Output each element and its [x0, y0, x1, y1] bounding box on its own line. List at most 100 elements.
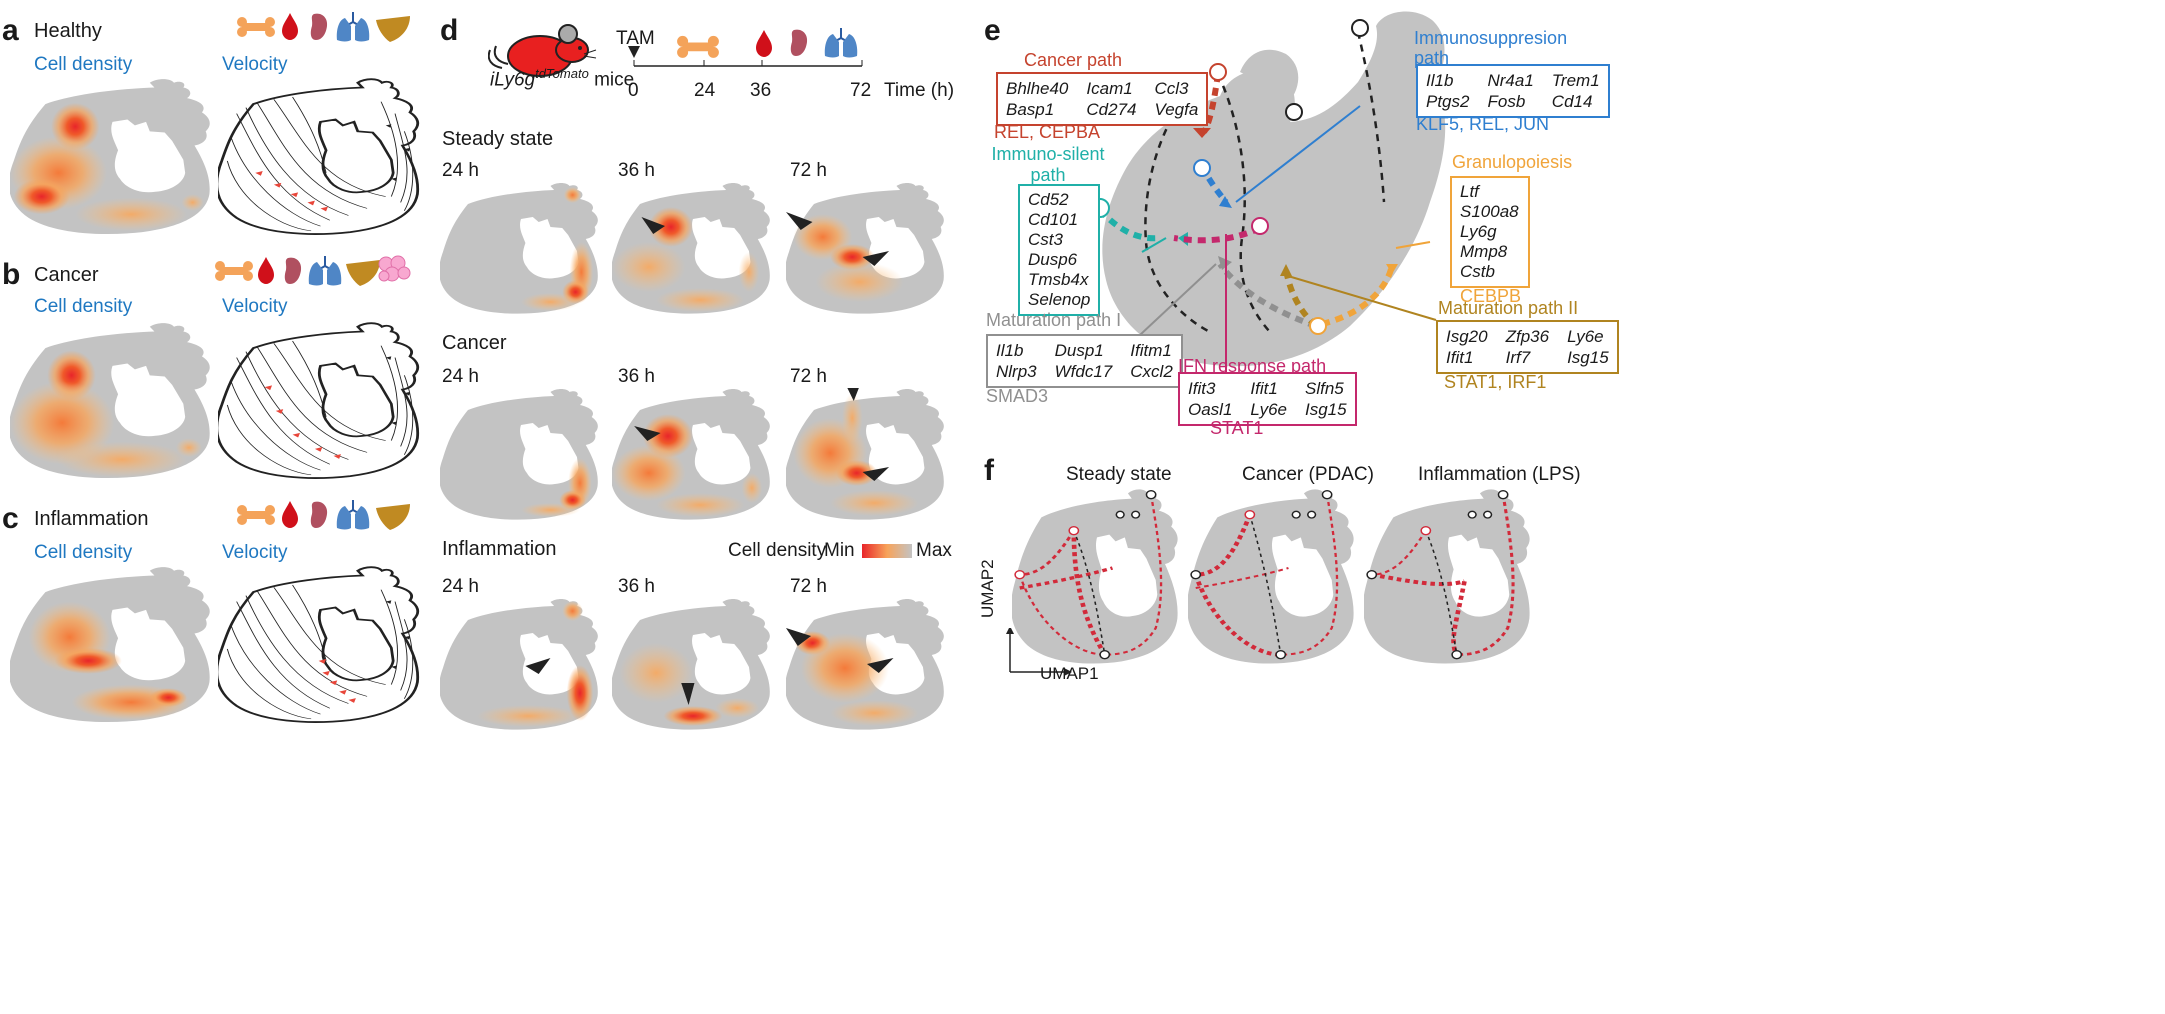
- legend-title: Cell density: [728, 540, 827, 561]
- legend-max: Max: [916, 540, 952, 561]
- arrowhead-marker: [786, 212, 813, 230]
- arrowhead-marker: [641, 217, 666, 234]
- umap1-label: UMAP1: [1040, 664, 1099, 683]
- arrowhead-marker: [634, 426, 661, 441]
- velocity-streamlines: [226, 584, 414, 720]
- time-label: 72 h: [790, 576, 827, 597]
- timecourse-umap: [786, 388, 944, 520]
- liver-icon: [346, 260, 380, 286]
- gene: Nr4a1: [1487, 71, 1534, 90]
- spleen-icon: [310, 13, 328, 41]
- gene: Cd14: [1551, 92, 1593, 111]
- blood-drop-icon: [282, 501, 298, 528]
- umap-axes-icon: [1006, 628, 1072, 676]
- gene: Mmp8: [1460, 242, 1508, 261]
- timecourse-umap: [440, 389, 598, 520]
- arrowhead-marker: [862, 467, 890, 481]
- gene: Ifit1: [1446, 348, 1474, 367]
- velocity-umap-a: [218, 78, 420, 236]
- trajectory-summary-umap: [1364, 489, 1530, 664]
- gene: Ly6e: [1567, 327, 1604, 346]
- umap2-label: UMAP2: [978, 559, 997, 618]
- panel-a-density-label: Cell density: [34, 54, 133, 75]
- arrowhead-marker: [867, 658, 894, 673]
- granulo-gene-box: Ltf S100a8 Ly6g Mmp8 Cstb: [1450, 176, 1530, 288]
- time-label: 36 h: [618, 576, 655, 597]
- time-tick-72: 72: [850, 80, 872, 101]
- tam-arrow-icon: [628, 46, 640, 58]
- legend-min: Min: [824, 540, 855, 561]
- density-legend-bar: [862, 544, 912, 558]
- time-label: 24 h: [442, 366, 479, 387]
- timecourse-umap: [612, 183, 770, 314]
- velocity-streamlines: [226, 340, 414, 476]
- tumor-icon: [378, 255, 411, 282]
- flow-paths: [1018, 494, 1163, 656]
- gene: Basp1: [1006, 100, 1055, 119]
- panel-c-title: Inflammation: [34, 508, 149, 530]
- time-label: 36 h: [618, 366, 655, 387]
- velocity-umap-b: [218, 322, 420, 480]
- gene: Ptgs2: [1426, 92, 1470, 111]
- timecourse-umap: [440, 599, 598, 730]
- gene: Cst3: [1028, 230, 1063, 249]
- liver-icon: [376, 504, 410, 530]
- tam-label: TAM: [616, 28, 655, 49]
- panel-b-title: Cancer: [34, 264, 99, 286]
- ifn-response-path: [1173, 225, 1262, 244]
- spleen-icon: [790, 29, 808, 56]
- panel-c-velocity-label: Velocity: [222, 542, 288, 563]
- gene: Selenop: [1028, 290, 1091, 309]
- f-title-inflammation: Inflammation (LPS): [1418, 464, 1581, 485]
- gene: Bhlhe40: [1006, 79, 1069, 98]
- gene: Isg20: [1446, 327, 1488, 346]
- time-label: 24 h: [442, 576, 479, 597]
- gene: Icam1: [1086, 79, 1133, 98]
- row-title-cancer: Cancer: [442, 332, 507, 354]
- timecourse-umap: [440, 183, 598, 314]
- gene: Wfdc17: [1054, 362, 1113, 381]
- gene: S100a8: [1460, 202, 1519, 221]
- gene: Cstb: [1460, 262, 1495, 281]
- granulo-tf: CEBPB: [1460, 286, 1522, 306]
- blood-drop-icon: [258, 257, 274, 284]
- arrowhead-marker: [862, 251, 890, 266]
- gene: Slfn5: [1304, 379, 1344, 398]
- panel-label-c: c: [2, 502, 19, 535]
- lung-icon: [307, 255, 343, 287]
- gene: Cxcl2: [1130, 362, 1173, 381]
- bone-icon: [237, 17, 275, 37]
- panel-label-d: d: [440, 14, 459, 47]
- tissue-icons-c: [237, 499, 410, 531]
- velocity-streamlines: [226, 96, 414, 232]
- trajectory-summary-umap: [1012, 489, 1178, 664]
- density-umap-c: [10, 567, 210, 723]
- gene: Isg15: [1304, 400, 1347, 419]
- velocity-arrowheads-red: [255, 171, 328, 212]
- cancer-path-title: Cancer path: [1024, 50, 1123, 70]
- gene: Cd101: [1028, 210, 1079, 229]
- blood-drop-icon: [756, 30, 772, 57]
- tissue-icons-a: [237, 11, 410, 43]
- gene: Il1b: [996, 341, 1024, 360]
- time-label: 24 h: [442, 160, 479, 181]
- lung-icon: [335, 11, 371, 43]
- panel-label-a: a: [2, 14, 19, 47]
- gene: Dusp6: [1028, 250, 1078, 269]
- gene: Zfp36: [1505, 327, 1550, 346]
- timecourse-umap: [786, 183, 944, 314]
- panel-b-density-label: Cell density: [34, 296, 133, 317]
- trajectory-umap-shape: [1102, 11, 1446, 367]
- time-tick-0: 0: [628, 80, 639, 101]
- gene: Trem1: [1551, 71, 1600, 90]
- timecourse-umap: [612, 599, 770, 730]
- panel-c-density-label: Cell density: [34, 542, 133, 563]
- arrowhead-marker: [681, 683, 695, 705]
- ifn-path-title: IFN response path: [1178, 356, 1327, 376]
- immuno-tf: KLF5, REL, JUN: [1416, 114, 1550, 134]
- mat1-tf: SMAD3: [986, 386, 1049, 406]
